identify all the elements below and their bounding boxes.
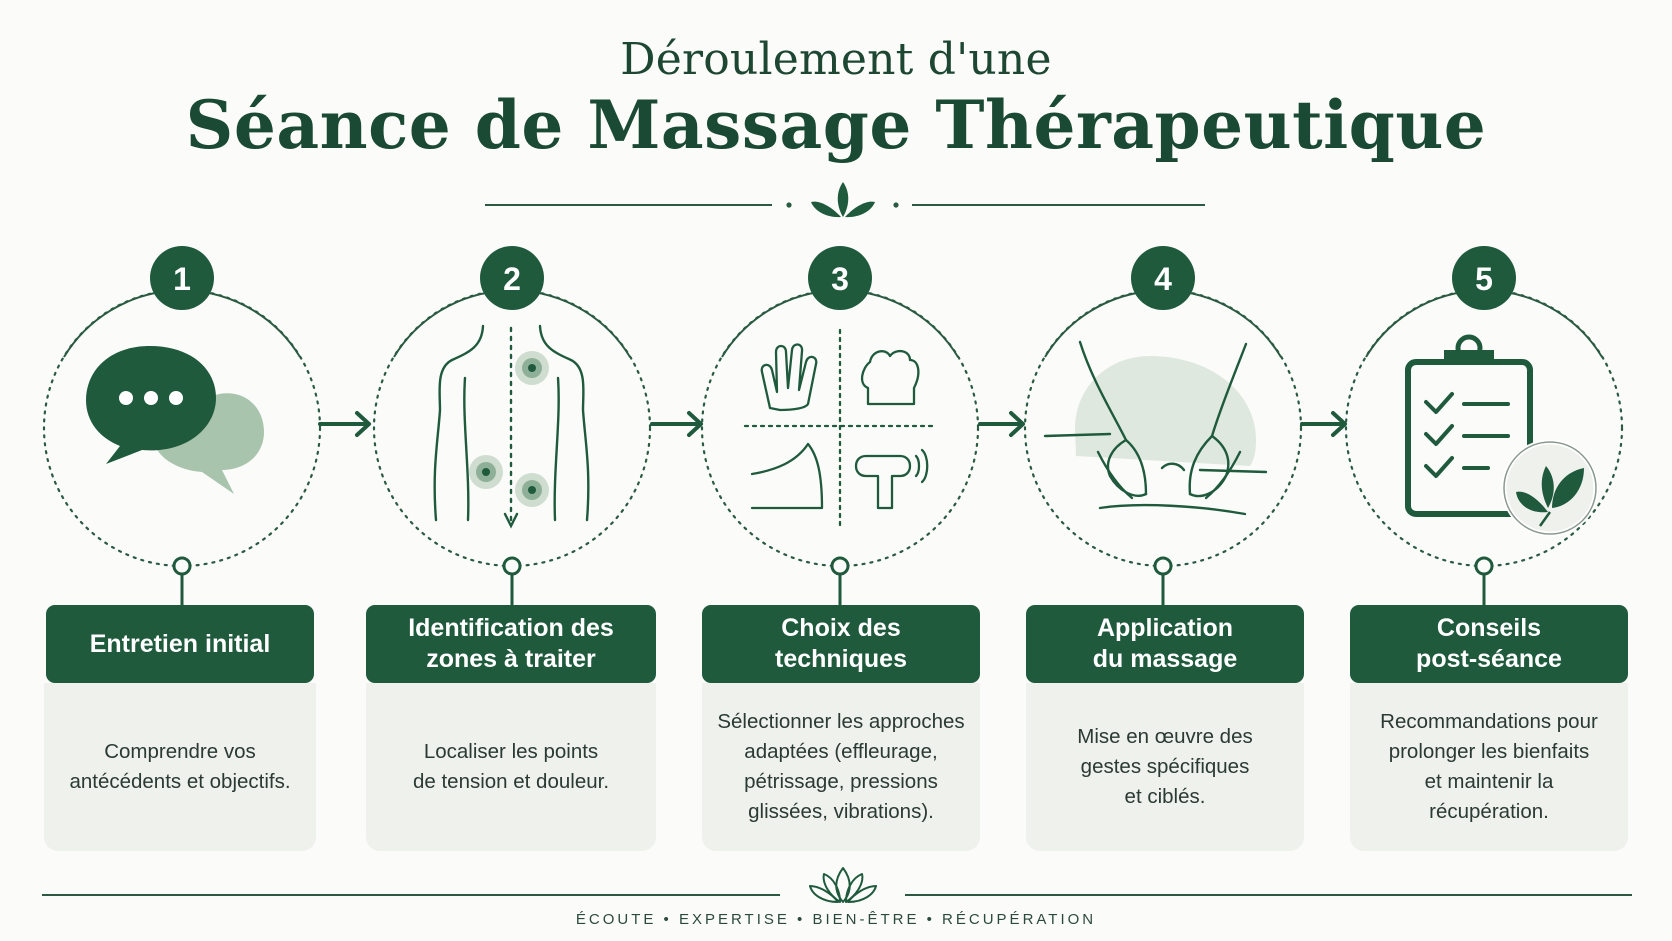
arrow-right-icon xyxy=(1300,411,1347,437)
arrow-right-icon xyxy=(318,411,371,437)
step-number: 3 xyxy=(831,261,849,297)
footer-divider xyxy=(42,867,1632,903)
header-divider xyxy=(485,182,1205,218)
hands-massaging-icon xyxy=(1043,340,1268,516)
step-number: 4 xyxy=(1154,261,1172,297)
leaf-ornament-icon xyxy=(811,182,875,218)
tension-point-markers xyxy=(469,351,549,507)
step-number: 2 xyxy=(503,261,521,297)
page-subtitle: Déroulement d'une xyxy=(620,34,1052,85)
arrow-right-icon xyxy=(978,411,1025,437)
lotus-icon xyxy=(809,867,877,903)
massage-techniques-icon xyxy=(743,328,937,532)
page-title: Séance de Massage Thérapeutique xyxy=(185,86,1487,164)
number-badges: 1 2 3 4 5 xyxy=(150,246,1516,310)
step-1-title: Entretien initial xyxy=(46,605,314,683)
footer-tagline: ÉCOUTE • EXPERTISE • BIEN-ÊTRE • RÉCUPÉR… xyxy=(575,911,1097,928)
clipboard-checklist-icon xyxy=(1405,334,1599,537)
leaf-icon xyxy=(1516,466,1584,527)
speech-bubbles-icon xyxy=(86,346,264,494)
arrow-right-icon xyxy=(650,411,703,437)
step-number: 5 xyxy=(1475,261,1493,297)
body-tension-points-icon xyxy=(433,324,590,529)
step-number: 1 xyxy=(173,261,191,297)
card-connectors xyxy=(172,556,1494,605)
flow-arrows xyxy=(318,411,1347,437)
